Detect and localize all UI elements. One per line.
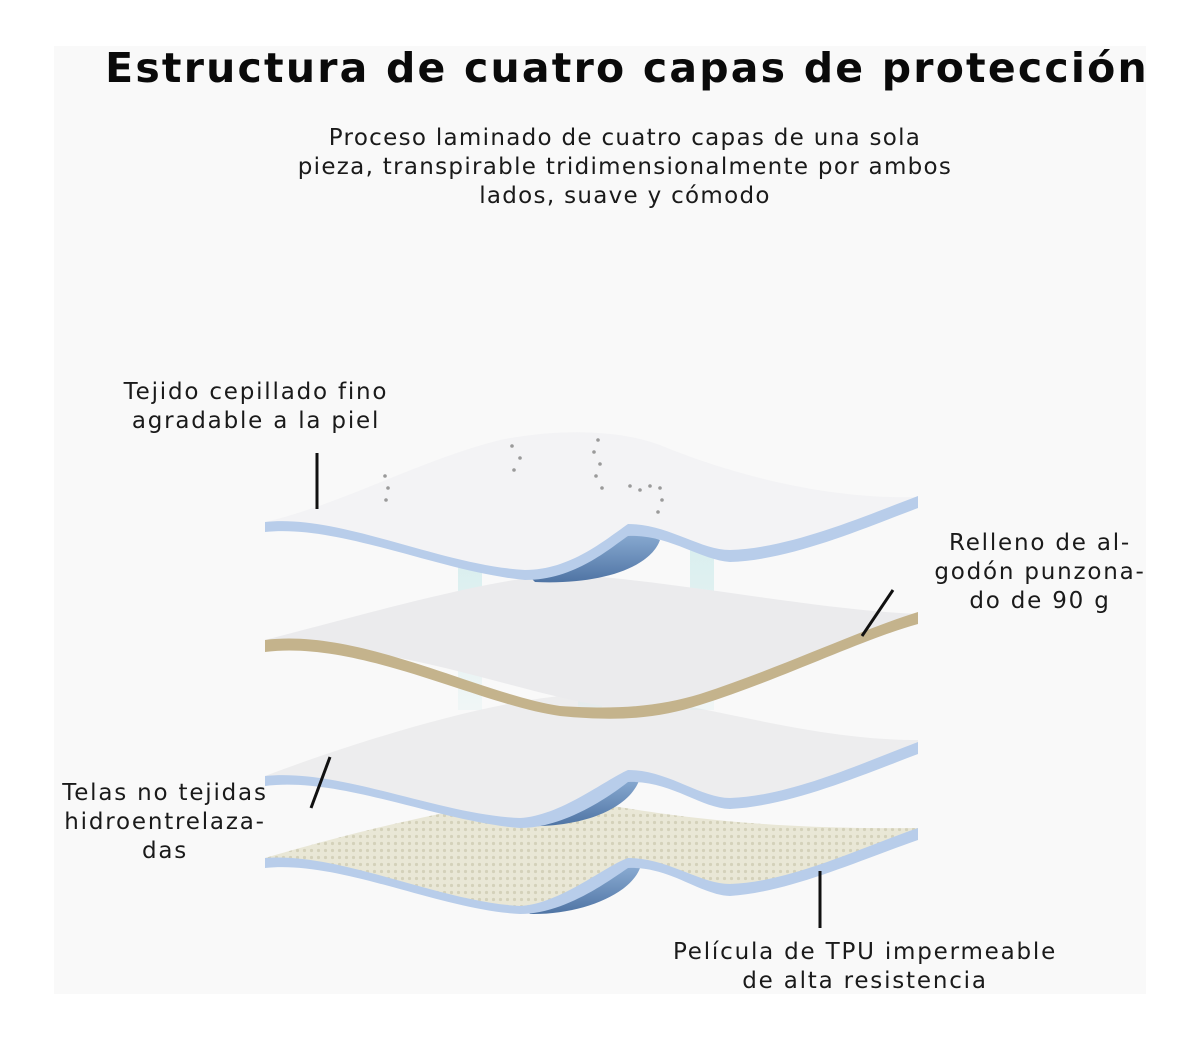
label-line: Telas no tejidas bbox=[62, 780, 268, 806]
label-tpu-film: Película de TPU impermeable de alta resi… bbox=[640, 938, 1090, 996]
layer-top-fabric bbox=[265, 432, 918, 583]
subtitle: Proceso laminado de cuatro capas de una … bbox=[250, 124, 1000, 211]
subtitle-line: Proceso laminado de cuatro capas de una … bbox=[328, 125, 922, 151]
label-line: Tejido cepillado fino bbox=[123, 379, 389, 405]
label-line: Relleno de al- bbox=[948, 530, 1132, 556]
label-nonwoven: Telas no tejidas hidroentrelaza- das bbox=[40, 779, 290, 866]
quilting-stitches bbox=[383, 438, 664, 514]
label-line: godón punzona- bbox=[934, 559, 1146, 585]
label-line: do de 90 g bbox=[969, 588, 1111, 614]
label-line: das bbox=[141, 838, 189, 864]
label-cotton-filling: Relleno de al- godón punzona- do de 90 g bbox=[910, 529, 1170, 616]
label-line: Película de TPU impermeable bbox=[672, 939, 1058, 965]
label-line: de alta resistencia bbox=[742, 968, 988, 994]
label-line: hidroentrelaza- bbox=[64, 809, 266, 835]
subtitle-line: pieza, transpirable tridimensionalmente … bbox=[297, 154, 953, 180]
leader-line-nonwoven bbox=[309, 756, 332, 809]
label-line: agradable a la piel bbox=[131, 408, 381, 434]
layer-cotton-filling bbox=[265, 574, 918, 719]
leader-lines bbox=[309, 453, 895, 928]
layer-tpu-film bbox=[265, 798, 918, 915]
leader-line-cotton-filling bbox=[860, 589, 895, 637]
label-top-fabric: Tejido cepillado fino agradable a la pie… bbox=[96, 378, 416, 436]
subtitle-line: lados, suave y cómodo bbox=[479, 183, 771, 209]
page-title: Estructura de cuatro capas de protección bbox=[105, 44, 1149, 92]
layer-nonwoven bbox=[265, 694, 918, 828]
